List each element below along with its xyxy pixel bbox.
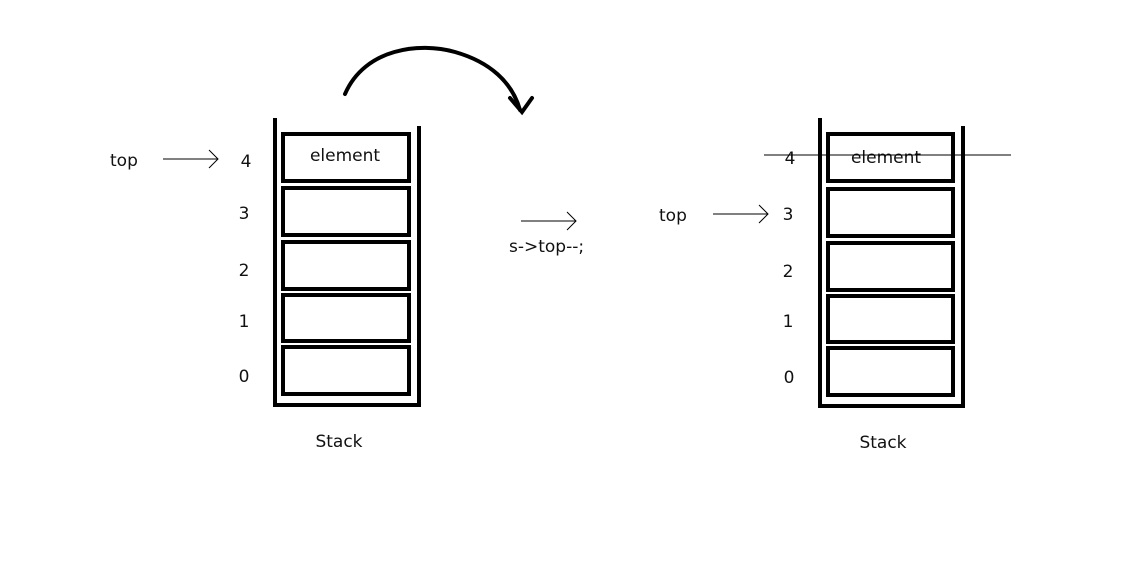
- right-stack: element 4 3 2 1 0 top Stack: [659, 118, 1011, 453]
- left-stack-slot-0: [281, 345, 411, 396]
- right-stack-slot-0: [826, 346, 955, 397]
- left-slot-4-content: element: [310, 146, 380, 166]
- left-top-label: top: [110, 151, 138, 171]
- operation-arrow: [521, 211, 577, 231]
- right-stack-slot-4: [826, 132, 955, 183]
- right-index-2: 2: [783, 262, 794, 282]
- right-slot-4-content: element: [851, 148, 921, 168]
- left-stack: element 4 3 2 1 0 top Stack: [110, 118, 421, 452]
- right-index-1: 1: [783, 312, 794, 332]
- right-stack-container: [818, 118, 965, 408]
- right-stack-caption: Stack: [859, 433, 906, 453]
- right-index-4: 4: [785, 149, 796, 169]
- right-index-3: 3: [783, 205, 794, 225]
- left-stack-slot-2: [281, 240, 411, 291]
- left-stack-slot-4: [281, 132, 411, 183]
- right-top-label: top: [659, 206, 687, 226]
- right-stack-slot-1: [826, 294, 955, 344]
- pop-arc-arrow: [343, 45, 534, 116]
- left-stack-container: [273, 118, 421, 407]
- left-stack-slot-1: [281, 293, 411, 343]
- left-stack-slot-3: [281, 186, 411, 237]
- right-stack-slot-2: [826, 241, 955, 292]
- left-top-arrow: [163, 149, 219, 169]
- left-index-1: 1: [239, 312, 250, 332]
- right-top-arrow: [713, 204, 769, 224]
- left-index-3: 3: [239, 204, 250, 224]
- right-index-0: 0: [784, 368, 795, 388]
- left-stack-caption: Stack: [315, 432, 362, 452]
- operation-code: s->top--;: [509, 237, 584, 257]
- left-index-0: 0: [239, 367, 250, 387]
- left-index-2: 2: [239, 261, 250, 281]
- left-index-4: 4: [241, 152, 252, 172]
- right-stack-slot-3: [826, 187, 955, 238]
